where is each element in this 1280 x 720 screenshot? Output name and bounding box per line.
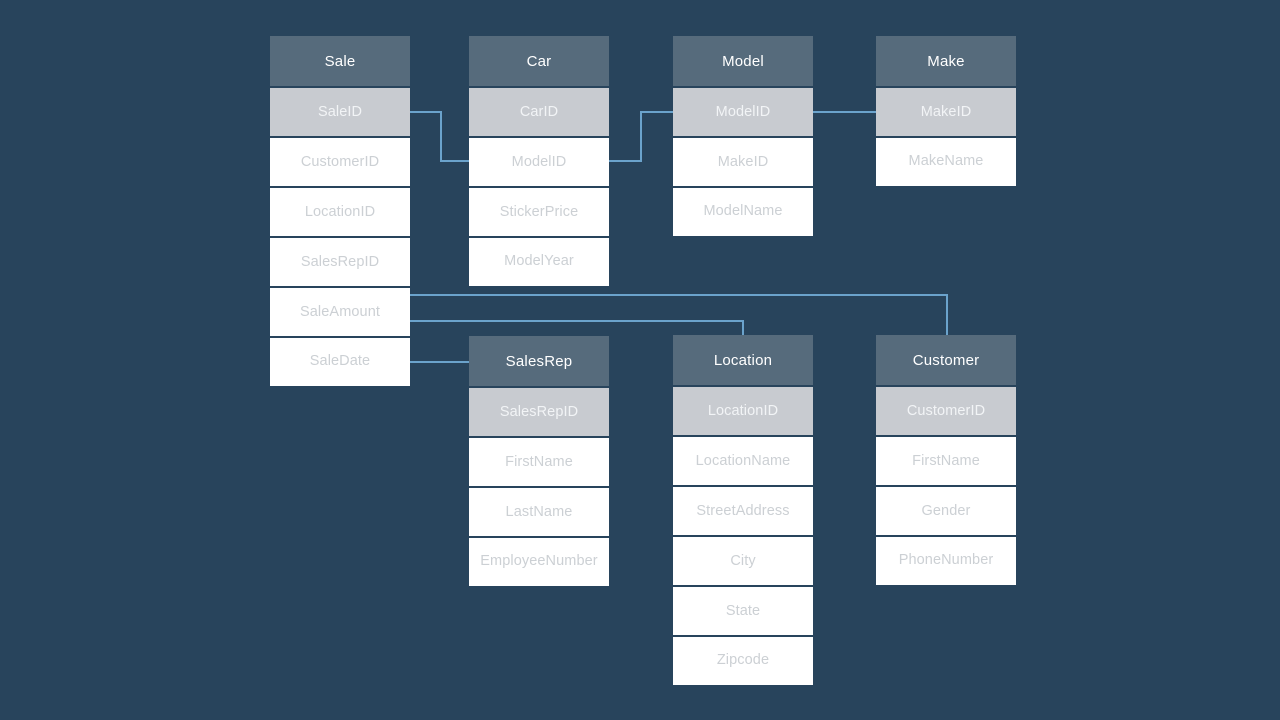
field-salesrep-lastname[interactable]: LastName	[469, 486, 609, 536]
field-model-modelid[interactable]: ModelID	[673, 86, 813, 136]
field-location-streetaddress[interactable]: StreetAddress	[673, 485, 813, 535]
field-car-carid[interactable]: CarID	[469, 86, 609, 136]
connector-4	[410, 320, 744, 336]
entity-title-sale: Sale	[270, 36, 410, 86]
field-make-makeid[interactable]: MakeID	[876, 86, 1016, 136]
entity-title-customer: Customer	[876, 335, 1016, 385]
connector-3	[410, 294, 948, 336]
field-customer-customerid[interactable]: CustomerID	[876, 385, 1016, 435]
field-model-makeid[interactable]: MakeID	[673, 136, 813, 186]
field-location-zipcode[interactable]: Zipcode	[673, 635, 813, 685]
connector-1	[609, 111, 673, 162]
field-car-modelyear[interactable]: ModelYear	[469, 236, 609, 286]
field-sale-saledate[interactable]: SaleDate	[270, 336, 410, 386]
entity-title-model: Model	[673, 36, 813, 86]
field-location-locationid[interactable]: LocationID	[673, 385, 813, 435]
field-sale-customerid[interactable]: CustomerID	[270, 136, 410, 186]
field-customer-gender[interactable]: Gender	[876, 485, 1016, 535]
entity-title-car: Car	[469, 36, 609, 86]
field-location-state[interactable]: State	[673, 585, 813, 635]
entity-title-make: Make	[876, 36, 1016, 86]
field-sale-saleid[interactable]: SaleID	[270, 86, 410, 136]
field-car-stickerprice[interactable]: StickerPrice	[469, 186, 609, 236]
field-customer-phonenumber[interactable]: PhoneNumber	[876, 535, 1016, 585]
field-make-makename[interactable]: MakeName	[876, 136, 1016, 186]
field-salesrep-firstname[interactable]: FirstName	[469, 436, 609, 486]
entity-title-location: Location	[673, 335, 813, 385]
field-sale-saleamount[interactable]: SaleAmount	[270, 286, 410, 336]
field-location-locationname[interactable]: LocationName	[673, 435, 813, 485]
connector-0	[406, 111, 469, 162]
field-location-city[interactable]: City	[673, 535, 813, 585]
field-salesrep-employeenumber[interactable]: EmployeeNumber	[469, 536, 609, 586]
entity-title-salesrep: SalesRep	[469, 336, 609, 386]
field-model-modelname[interactable]: ModelName	[673, 186, 813, 236]
field-car-modelid[interactable]: ModelID	[469, 136, 609, 186]
field-sale-salesrepid[interactable]: SalesRepID	[270, 236, 410, 286]
field-customer-firstname[interactable]: FirstName	[876, 435, 1016, 485]
field-salesrep-salesrepid[interactable]: SalesRepID	[469, 386, 609, 436]
field-sale-locationid[interactable]: LocationID	[270, 186, 410, 236]
